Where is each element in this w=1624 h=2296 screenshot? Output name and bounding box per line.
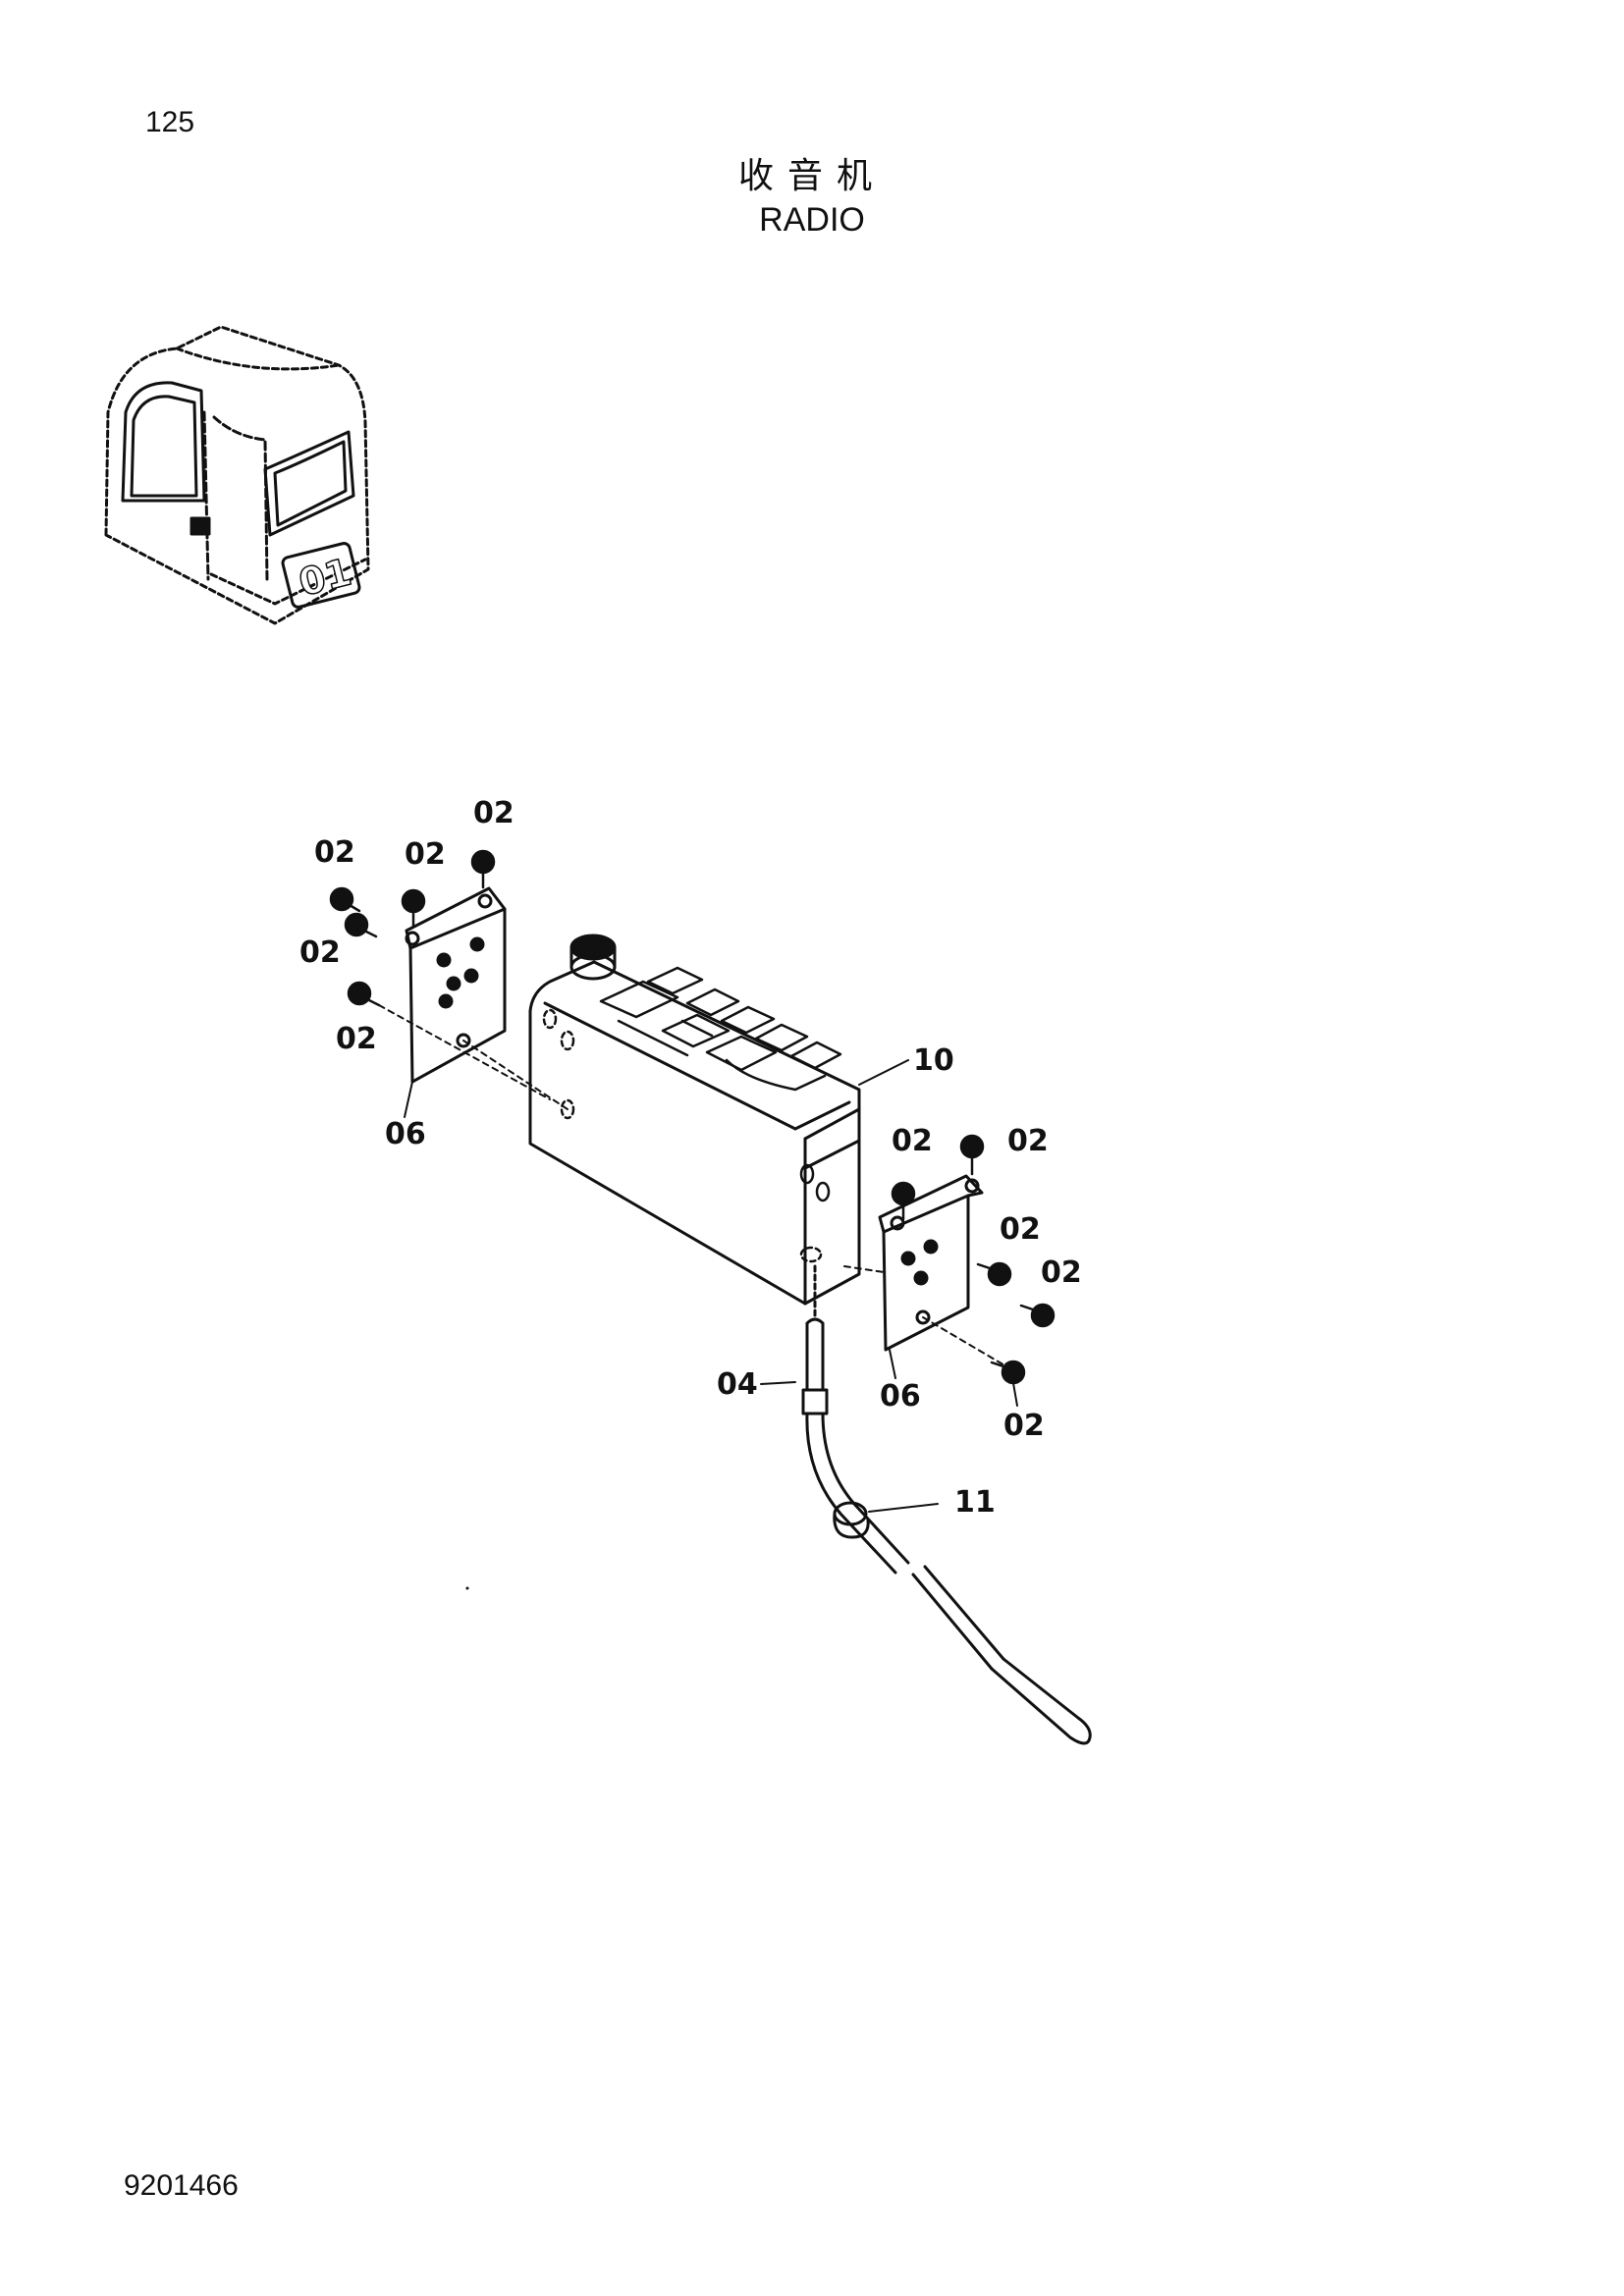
- cab-front-window-inner: [130, 395, 198, 498]
- radio-box-top: [528, 960, 861, 1141]
- antenna-plug: [801, 1317, 829, 1415]
- callout-screw-b: 02: [405, 837, 446, 872]
- cab-lower-edge: [209, 558, 367, 606]
- screw-left-2: [344, 912, 378, 938]
- radio-box-faceplate-edge: [803, 1107, 861, 1170]
- bracket-right-dashed-link: [843, 1265, 885, 1273]
- leader-lines: [404, 1059, 1018, 1513]
- radio-box-front: [528, 1009, 807, 1306]
- door-handle: [189, 516, 211, 536]
- page-number: 125: [145, 106, 195, 138]
- callout-clamp: 11: [954, 1485, 996, 1520]
- callout-bracket-right: 06: [880, 1379, 921, 1414]
- callout-bracket-left: 06: [385, 1117, 426, 1151]
- cab-side-window-inner: [273, 440, 348, 527]
- callout-screw-h: 02: [1000, 1212, 1041, 1247]
- antenna-cable: [801, 1264, 1092, 1745]
- title-chinese: 收音机: [737, 156, 886, 196]
- radio-box-top-inner: [543, 1001, 851, 1131]
- callout-screw-f: 02: [892, 1124, 933, 1158]
- cab-badge: 01: [281, 542, 361, 609]
- screw-right-2: [959, 1134, 985, 1176]
- callout-screw-i: 02: [1041, 1255, 1082, 1290]
- cab-door-outline: [202, 410, 269, 581]
- screw-left-3: [401, 888, 426, 929]
- antenna-wire: [805, 1412, 910, 1575]
- document-number: 9201466: [124, 2169, 239, 2202]
- cable-clamp: [833, 1501, 870, 1539]
- screws: [329, 849, 1056, 1385]
- cab-body-outline: [104, 325, 370, 625]
- callout-labels: 02 02 02 02 02 06 10 02 02 02 02 02 06 0…: [299, 796, 1082, 1520]
- callout-antenna-plug: 04: [717, 1367, 758, 1402]
- bracket-left: [405, 886, 568, 1110]
- title-english: RADIO: [759, 201, 865, 239]
- screw-right-5: [990, 1360, 1026, 1385]
- stray-dot: [465, 1586, 469, 1590]
- cab-roof-edge: [175, 347, 341, 371]
- antenna-wire-far: [911, 1565, 1005, 1671]
- radio-box-side: [803, 1139, 861, 1306]
- callout-screw-g: 02: [1007, 1124, 1049, 1158]
- volume-knob: [569, 934, 617, 981]
- cab-side-window: [263, 430, 355, 537]
- screw-right-4: [1019, 1303, 1056, 1328]
- screw-left-5-dashed-link: [378, 1004, 551, 1100]
- cab-inset: 01: [104, 325, 370, 625]
- callout-screw-d: 02: [299, 935, 341, 970]
- bracket-right: [843, 1174, 1007, 1367]
- radio-side-holes: [799, 1163, 831, 1202]
- bracket-left-dashed-link: [462, 1040, 568, 1110]
- callout-screw-c: 02: [473, 796, 514, 830]
- screw-left-4: [470, 849, 496, 889]
- callout-screw-j: 02: [1003, 1409, 1045, 1443]
- antenna-tip: [990, 1657, 1092, 1745]
- screw-left-5: [347, 981, 381, 1007]
- radio-unit: [528, 934, 861, 1306]
- callout-screw-e: 02: [336, 1022, 377, 1056]
- callout-screw-a: 02: [314, 835, 355, 870]
- screw-left-1: [329, 886, 361, 913]
- radio-buttons: [599, 966, 842, 1092]
- callout-radio: 10: [913, 1043, 954, 1078]
- cab-front-window: [121, 381, 206, 503]
- bracket-right-screw-link: [922, 1316, 1007, 1367]
- radio-mount-holes: [542, 1008, 823, 1263]
- screw-right-3: [976, 1261, 1012, 1287]
- screw-right-1: [891, 1181, 916, 1221]
